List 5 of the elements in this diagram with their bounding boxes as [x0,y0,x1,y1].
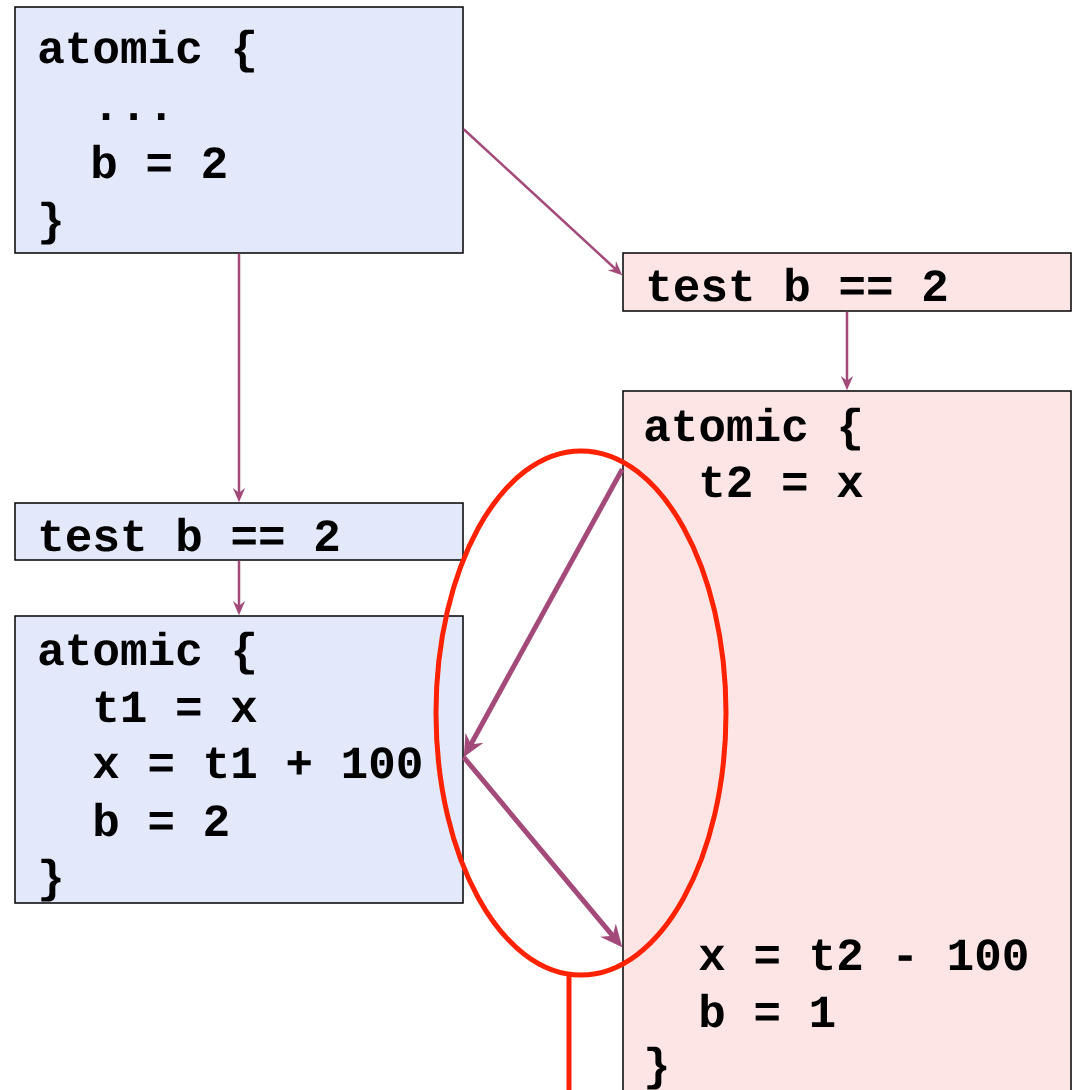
code-box: test b == 2 [14,502,464,561]
code-box: atomic { t2 = x x = t2 - 100 b = 1 } [622,390,1072,1090]
code-box: atomic { ... b = 2 } [14,6,464,254]
code-box: test b == 2 [622,252,1072,312]
code-box: atomic { t1 = x x = t1 + 100 b = 2 } [14,615,464,904]
